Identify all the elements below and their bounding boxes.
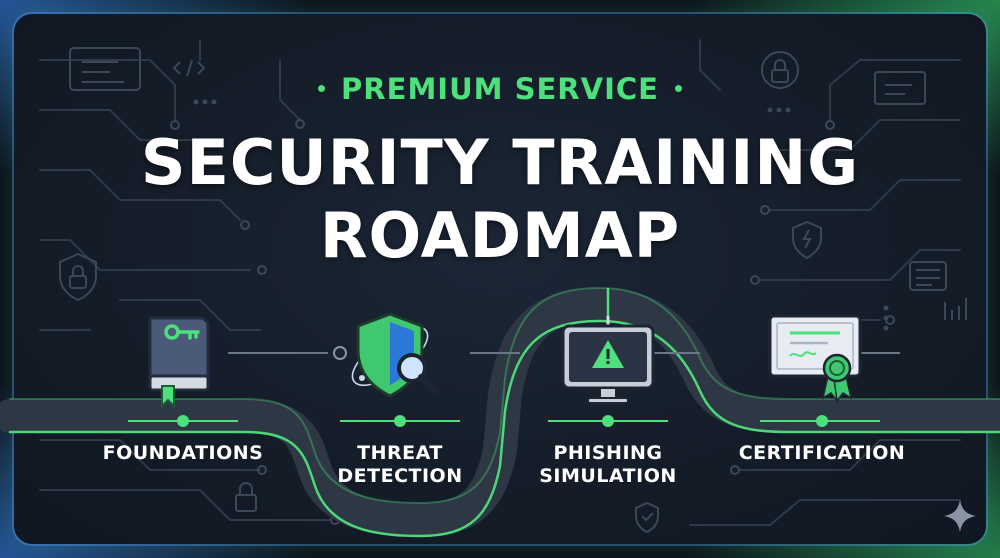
step-dot-phishing-simulation [602, 415, 614, 427]
step-dot-foundations [177, 415, 189, 427]
step-label-foundations: FOUNDATIONS [93, 442, 273, 465]
step-label-certification-text: CERTIFICATION [738, 442, 906, 464]
roadmap-road [0, 287, 1000, 538]
step-label-phishing-line1: PHISHING [553, 442, 663, 464]
eyebrow-dot-left [318, 84, 326, 92]
eyebrow-text: PREMIUM SERVICE [341, 72, 659, 106]
bg-window-right-icon [874, 71, 926, 105]
step-label-phishing-simulation: PHISHING SIMULATION [518, 442, 698, 488]
bg-code-window-icon [69, 47, 141, 91]
bg-list-right-icon [909, 261, 947, 291]
step-label-threat-detection: THREAT DETECTION [310, 442, 490, 488]
connector-node [333, 346, 347, 360]
sparkle-icon [944, 500, 976, 532]
step-markers [128, 415, 880, 427]
bg-dots-left [193, 99, 217, 105]
shield-magnifier-icon [351, 312, 439, 398]
phishing-monitor-icon [561, 288, 655, 404]
bg-lock-bottom-left-icon [235, 482, 257, 512]
step-label-threat-line2: DETECTION [337, 465, 463, 487]
step-label-threat-line1: THREAT [357, 442, 443, 464]
step-dot-certification [816, 415, 828, 427]
eyebrow: PREMIUM SERVICE [0, 72, 1000, 106]
step-label-certification: CERTIFICATION [722, 442, 922, 465]
eyebrow-dot-right [674, 84, 682, 92]
step-label-foundations-text: FOUNDATIONS [102, 442, 264, 464]
certificate-icon [768, 314, 862, 403]
bg-lock-top-right-icon [761, 51, 799, 89]
bg-code-tag-icon [172, 59, 206, 77]
bg-shield-bottom-icon [635, 501, 659, 534]
bg-bar-chart-icon [944, 298, 967, 320]
key-book-icon [148, 316, 210, 409]
title-line-2: ROADMAP [319, 199, 681, 272]
step-dot-threat-detection [394, 415, 406, 427]
bg-bolt-shield-icon [792, 220, 822, 260]
bg-lock-shield-left-icon [59, 252, 97, 302]
title-line-1: SECURITY TRAINING [140, 126, 860, 199]
step-label-phishing-line2: SIMULATION [539, 465, 677, 487]
bg-dots-right [767, 107, 889, 331]
